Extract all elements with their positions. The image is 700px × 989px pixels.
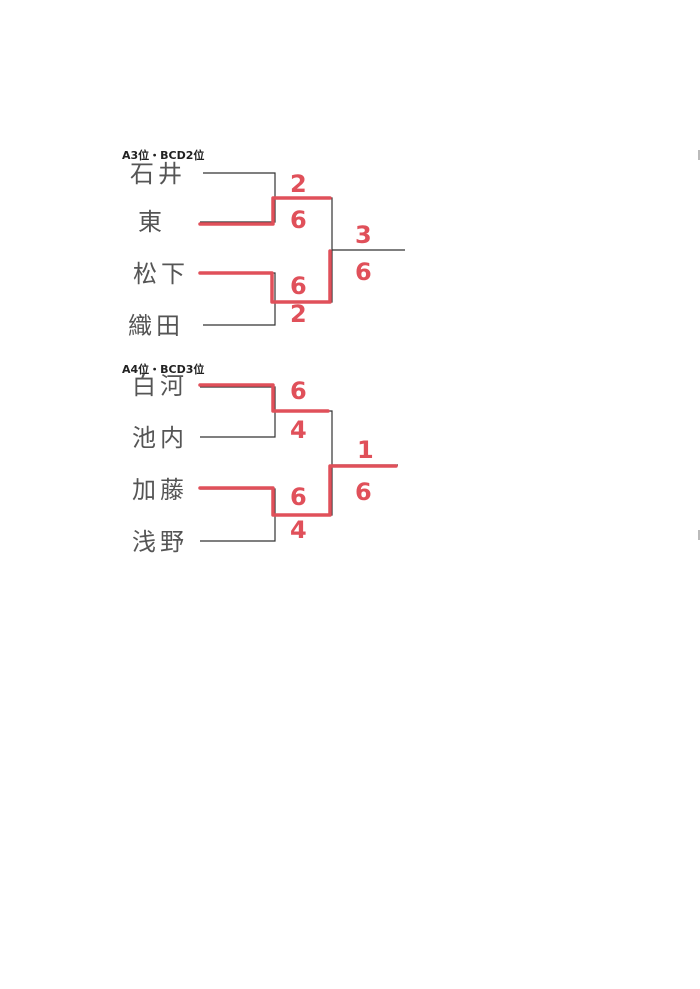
winner-path: [198, 196, 332, 226]
scan-edge-mark: [698, 530, 700, 540]
score: 2: [290, 300, 307, 328]
player-name: 東: [138, 208, 166, 236]
scan-edge-mark: [698, 150, 700, 160]
bracket-title: A4位・BCD3位: [122, 362, 204, 376]
player-name: 浅野: [132, 528, 188, 556]
player-name: 松下: [133, 260, 189, 288]
winner-path: [198, 383, 330, 413]
score: 6: [290, 483, 307, 511]
winner-path: [198, 249, 332, 304]
bracket-2: A4位・BCD3位 白河 池内 加藤 浅野 6 4 6 4 1 6: [122, 362, 398, 556]
bracket-title: A3位・BCD2位: [122, 148, 204, 162]
player-name: 白河: [132, 372, 188, 400]
score: 2: [290, 170, 307, 198]
bracket-1: A3位・BCD2位 石井 東 松下 織田 2 6 6 2 3 6: [122, 148, 405, 340]
score: 6: [290, 272, 307, 300]
score: 1: [357, 436, 374, 464]
score: 4: [290, 416, 307, 444]
score: 6: [355, 258, 372, 286]
player-name: 池内: [132, 424, 188, 452]
score: 6: [290, 206, 307, 234]
score: 4: [290, 516, 307, 544]
score: 3: [355, 221, 372, 249]
player-name: 石井: [130, 160, 186, 188]
player-name: 織田: [128, 312, 184, 340]
score: 6: [355, 478, 372, 506]
player-name: 加藤: [132, 476, 188, 504]
score: 6: [290, 377, 307, 405]
winner-path: [198, 464, 398, 517]
